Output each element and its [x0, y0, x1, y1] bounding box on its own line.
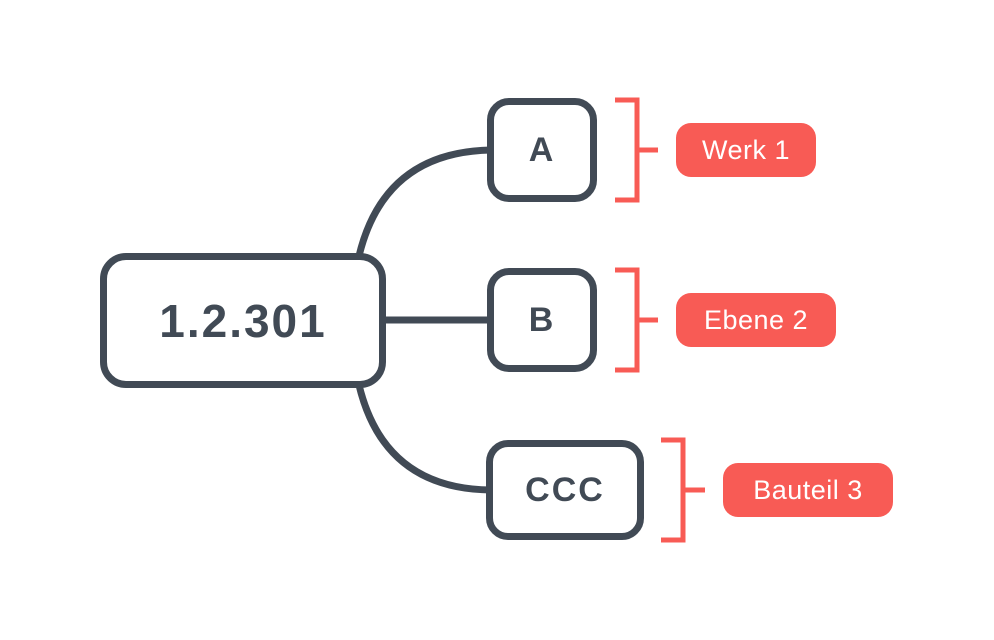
root-node[interactable]: 1.2.301 [100, 253, 386, 388]
root-node-label: 1.2.301 [159, 294, 327, 347]
child-node-b[interactable]: B [487, 268, 597, 372]
child-node-b-label: B [528, 300, 556, 339]
child-node-ccc[interactable]: CCC [486, 440, 644, 540]
annotation-pill-werk-label: Werk 1 [701, 134, 791, 165]
child-node-a-label: A [528, 130, 556, 169]
child-node-ccc-label: CCC [525, 470, 605, 509]
child-node-a[interactable]: A [487, 98, 597, 202]
annotation-pill-ebene-label: Ebene 2 [703, 304, 809, 335]
bracket-ccc [661, 437, 705, 543]
annotation-pill-ebene[interactable]: Ebene 2 [676, 293, 836, 347]
annotation-pill-bauteil-label: Bauteil 3 [753, 474, 863, 505]
annotation-pill-bauteil[interactable]: Bauteil 3 [723, 463, 893, 517]
connector-root-to-ccc [355, 384, 492, 494]
connector-root-to-a [355, 146, 492, 257]
bracket-b [615, 267, 658, 373]
bracket-a [615, 97, 658, 203]
annotation-pill-werk[interactable]: Werk 1 [676, 123, 816, 177]
